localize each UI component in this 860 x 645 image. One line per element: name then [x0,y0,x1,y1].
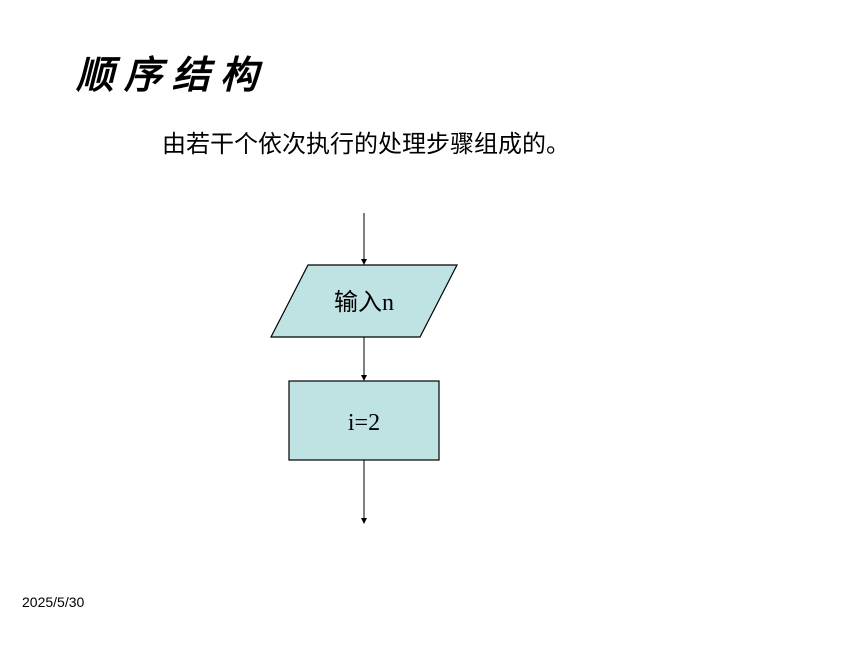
input-node-label: 输入n [334,289,394,316]
process-node: i=2 [288,380,440,461]
slide-title: 顺序结构 [76,52,269,97]
input-node: 输入n [270,264,458,338]
slide-subtitle: 由若干个依次执行的处理步骤组成的。 [162,130,570,158]
process-node-label: i=2 [348,410,380,436]
input-parallelogram [270,264,458,338]
process-rectangle [288,380,440,461]
slide-date: 2025/5/30 [22,594,85,610]
